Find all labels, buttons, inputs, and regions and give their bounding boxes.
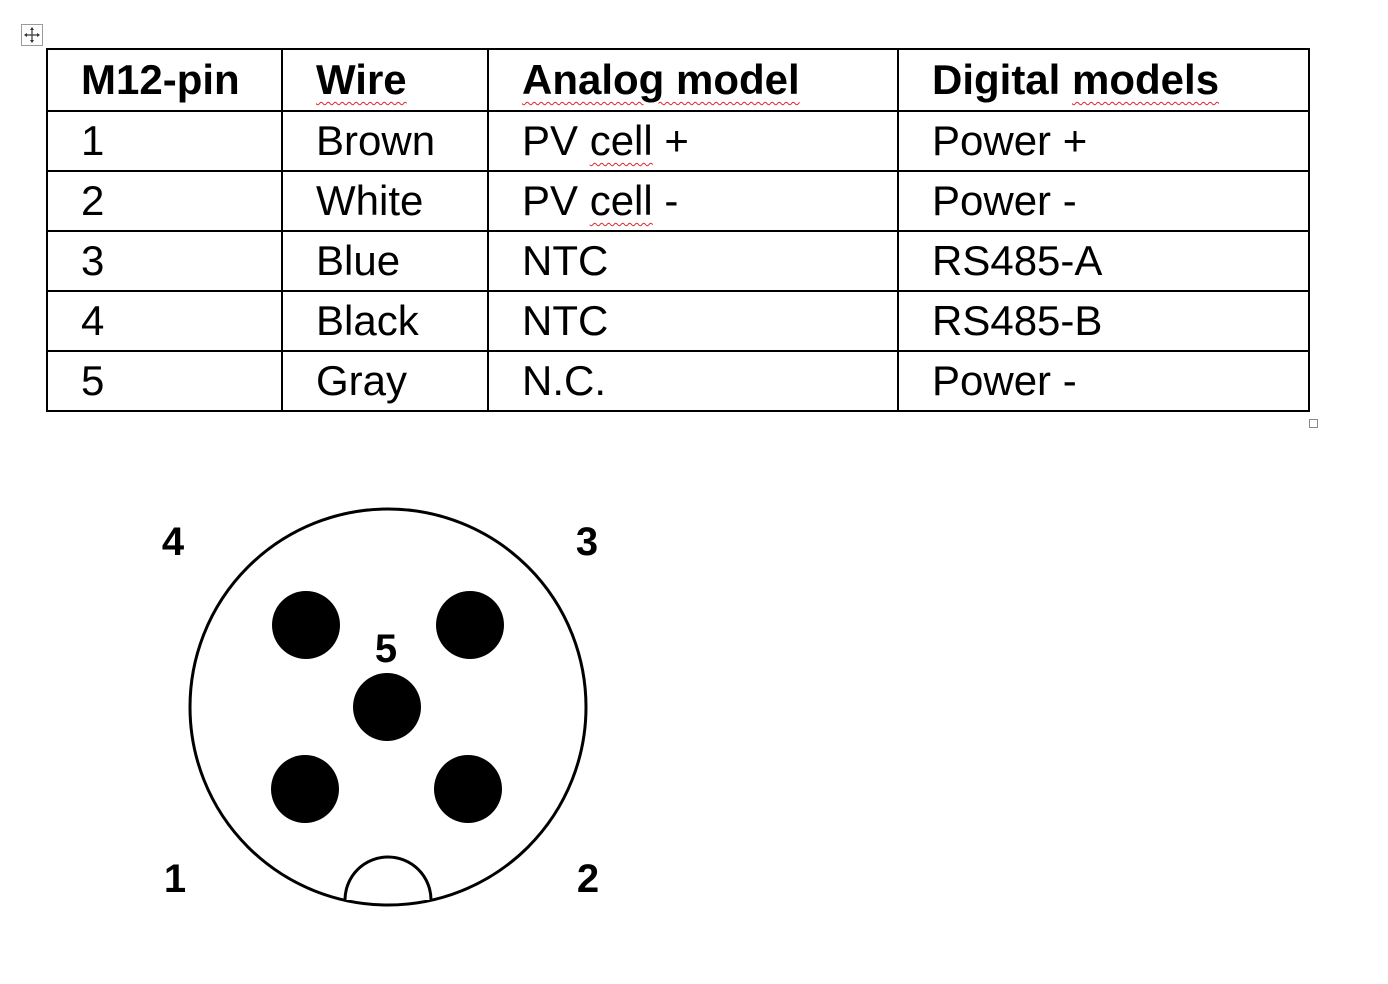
pin-4-label: 4	[162, 520, 185, 564]
cell-wire[interactable]: White	[281, 170, 489, 232]
cell-digital[interactable]: RS485-B	[897, 290, 1310, 352]
pin-1-contact	[271, 755, 339, 823]
cell-digital[interactable]: Power -	[897, 170, 1310, 232]
cell-analog[interactable]: NTC	[487, 290, 899, 352]
cell-pin[interactable]: 4	[46, 290, 283, 352]
pin-3-label: 3	[576, 520, 598, 564]
table-header-row: M12-pin Wire Analog model Digital models	[46, 48, 1310, 112]
header-wire[interactable]: Wire	[281, 48, 489, 112]
digital-word: Digital	[932, 56, 1073, 103]
table-row: 3 Blue NTC RS485-A	[46, 230, 1310, 292]
pinout-table: M12-pin Wire Analog model Digital models…	[46, 48, 1310, 412]
connector-key-notch	[343, 855, 433, 901]
header-digital-models[interactable]: Digital models	[897, 48, 1310, 112]
table-row: 4 Black NTC RS485-B	[46, 290, 1310, 352]
cell-word: cell	[589, 177, 653, 224]
cell-word: cell	[589, 117, 653, 164]
cell-analog[interactable]: N.C.	[487, 350, 899, 412]
cell-wire[interactable]: Brown	[281, 110, 489, 172]
table-resize-handle[interactable]	[1309, 419, 1318, 428]
header-analog-model[interactable]: Analog model	[487, 48, 899, 112]
pin-5-contact	[353, 673, 421, 741]
models-word: models	[1072, 56, 1220, 103]
pin-3-contact	[436, 591, 504, 659]
cell-wire[interactable]: Blue	[281, 230, 489, 292]
cell-pin[interactable]: 5	[46, 350, 283, 412]
header-m12-pin[interactable]: M12-pin	[46, 48, 283, 112]
pin-1-label: 1	[164, 857, 186, 901]
cell-wire[interactable]: Gray	[281, 350, 489, 412]
cell-analog[interactable]: PV cell -	[487, 170, 899, 232]
cell-digital[interactable]: RS485-A	[897, 230, 1310, 292]
table-row: 2 White PV cell - Power -	[46, 170, 1310, 232]
cell-digital[interactable]: Power +	[897, 110, 1310, 172]
pin-2-contact	[434, 755, 502, 823]
cell-pin[interactable]: 3	[46, 230, 283, 292]
cell-wire[interactable]: Black	[281, 290, 489, 352]
cell-digital[interactable]: Power -	[897, 350, 1310, 412]
cell-analog[interactable]: PV cell +	[487, 110, 899, 172]
pin-2-label: 2	[577, 857, 599, 901]
pin-5-label: 5	[375, 627, 397, 671]
table-row: 1 Brown PV cell + Power +	[46, 110, 1310, 172]
cell-analog[interactable]: NTC	[487, 230, 899, 292]
m12-connector-diagram: 4 3 5 1 2	[162, 507, 599, 907]
table-move-handle[interactable]	[21, 24, 43, 46]
pin-4-contact	[272, 591, 340, 659]
move-arrows-icon	[24, 27, 40, 43]
cell-pin[interactable]: 1	[46, 110, 283, 172]
cell-pin[interactable]: 2	[46, 170, 283, 232]
table-row: 5 Gray N.C. Power -	[46, 350, 1310, 412]
